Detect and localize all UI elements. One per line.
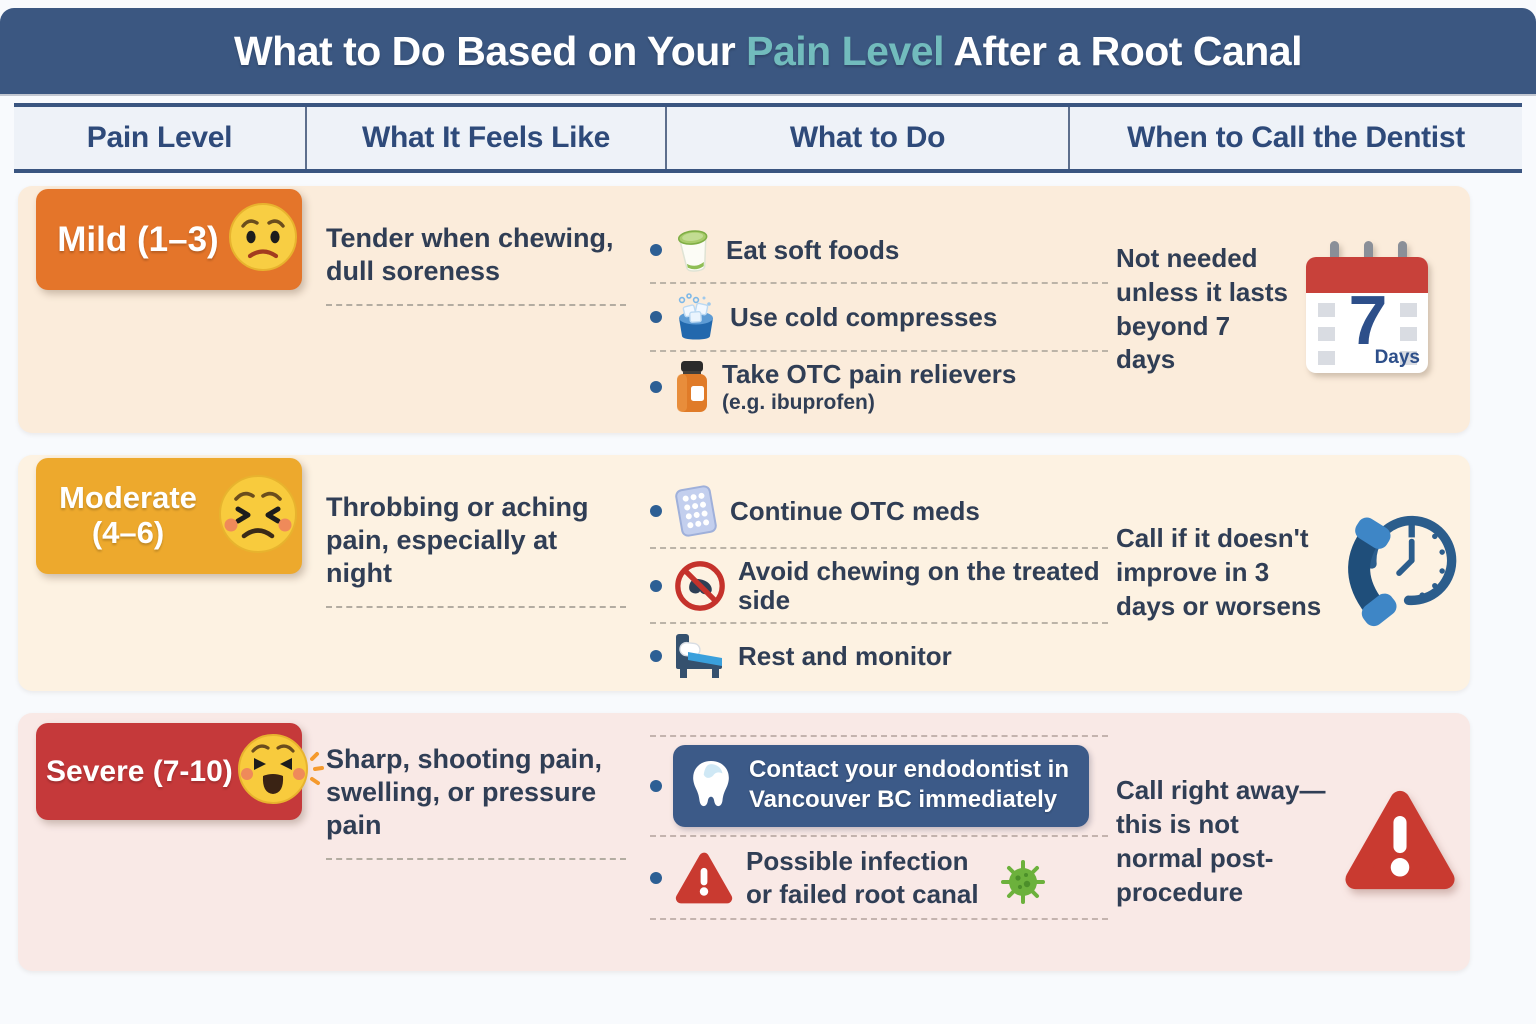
moderate-call-text: Call if it doesn't improve in 3 days or … <box>1116 523 1322 621</box>
list-item: Use cold compresses <box>650 282 1108 350</box>
calendar-pin <box>1364 240 1373 267</box>
bullet-dot <box>650 871 662 884</box>
list-item: Possible infection or failed root canal <box>650 835 1108 918</box>
bed-icon <box>673 632 727 680</box>
action-text: Avoid chewing on the treated side <box>738 556 1100 615</box>
title-pre: What to Do Based on Your <box>233 27 747 74</box>
calendar-day-number: 7 <box>1348 280 1388 359</box>
severe-call-dentist-cell: Call right away—this is not normal post-… <box>1116 713 1460 971</box>
moderate-call-dentist-cell: Call if it doesn't improve in 3 days or … <box>1116 455 1460 691</box>
page-title: What to Do Based on Your Pain Level Afte… <box>233 27 1303 75</box>
column-header-pain-level: Pain Level <box>14 107 307 169</box>
soft-food-cup-icon <box>673 226 715 274</box>
list-item: Continue OTC meds <box>650 475 1108 547</box>
warning-triangle-icon <box>1340 784 1460 901</box>
bullet-dot <box>650 780 662 792</box>
row-severe: Severe (7-10) <box>18 713 1470 971</box>
cold-compress-icon <box>673 292 719 342</box>
action-text: Rest and monitor <box>738 640 952 671</box>
column-header-what-to-do: What to Do <box>667 107 1070 169</box>
column-header-row: Pain Level What It Feels Like What to Do… <box>14 103 1522 173</box>
moderate-level-label: Moderate (4–6) <box>59 480 197 550</box>
column-header-feels-like: What It Feels Like <box>307 107 667 169</box>
action-text: Use cold compresses <box>730 301 998 332</box>
calendar-header <box>1306 256 1428 293</box>
wailing-face-emoji-icon <box>233 729 325 814</box>
severe-level-label: Severe (7-10) <box>46 754 233 788</box>
mild-level-badge: Mild (1–3) <box>36 189 302 290</box>
action-text: Eat soft foods <box>726 234 900 265</box>
urgent-contact-text: Contact your endodontist in Vancouver BC… <box>749 756 1069 813</box>
bullet-dot <box>650 650 662 663</box>
title-highlight: Pain Level <box>746 27 944 74</box>
severe-actions-list: Contact your endodontist in Vancouver BC… <box>650 735 1108 920</box>
mild-call-dentist-cell: Not needed unless it lasts beyond 7 days… <box>1116 186 1460 433</box>
severe-level-badge: Severe (7-10) <box>36 723 324 820</box>
pill-blister-pack-icon <box>673 483 719 539</box>
action-text: Take OTC pain relievers (e.g. ibuprofen) <box>722 360 1016 414</box>
bullet-dot <box>650 244 662 256</box>
mild-call-text: Not needed unless it lasts beyond 7 days <box>1116 242 1288 375</box>
list-item: Take OTC pain relievers (e.g. ibuprofen) <box>650 350 1108 422</box>
moderate-actions-list: Continue OTC meds Avoid chewing on the t… <box>650 475 1108 688</box>
moderate-level-badge: Moderate (4–6) <box>36 458 302 574</box>
mild-level-label: Mild (1–3) <box>57 219 219 259</box>
mild-actions-list: Eat soft foods <box>650 218 1108 422</box>
tooth-icon <box>687 758 735 812</box>
calendar-pin <box>1330 240 1339 267</box>
severe-feels-like-text: Sharp, shooting pain, swelling, or press… <box>326 743 626 860</box>
bullet-dot <box>650 381 662 393</box>
worried-face-emoji-icon <box>226 200 300 279</box>
list-item: Rest and monitor <box>650 622 1108 688</box>
title-post: After a Root Canal <box>943 27 1302 74</box>
warning-triangle-icon <box>673 849 735 907</box>
mild-feels-like-text: Tender when chewing, dull soreness <box>326 222 626 306</box>
row-mild: Mild (1–3) Tender when chewing, dull sor… <box>18 186 1470 433</box>
calendar-pin <box>1398 240 1407 267</box>
persevering-face-emoji-icon <box>216 472 300 561</box>
action-note-text: (e.g. ibuprofen) <box>722 390 875 414</box>
bullet-dot <box>650 579 662 592</box>
action-main-text: Take OTC pain relievers <box>722 359 1017 390</box>
action-text: Continue OTC meds <box>730 495 980 526</box>
column-header-when-to-call: When to Call the Dentist <box>1127 121 1465 154</box>
bullet-dot <box>650 505 662 517</box>
virus-icon <box>997 856 1049 908</box>
no-chewing-icon <box>673 559 727 613</box>
calendar-day-unit: Days <box>1374 346 1420 368</box>
urgent-contact-callout: Contact your endodontist in Vancouver BC… <box>673 745 1089 827</box>
pill-bottle-icon <box>673 360 711 414</box>
phone-clock-icon <box>1334 508 1460 639</box>
title-banner: What to Do Based on Your Pain Level Afte… <box>0 8 1536 94</box>
bullet-dot <box>650 311 662 323</box>
action-text: Possible infection or failed root canal <box>746 846 979 909</box>
list-item: Contact your endodontist in Vancouver BC… <box>650 737 1108 835</box>
moderate-feels-like-text: Throbbing or aching pain, especially at … <box>326 491 626 608</box>
row-moderate: Moderate (4–6) Throbbing or aching pain,… <box>18 455 1470 691</box>
list-item: Avoid chewing on the treated side <box>650 547 1108 622</box>
calendar-7-days-icon: 7 Days <box>1304 239 1432 381</box>
list-item: Eat soft foods <box>650 218 1108 282</box>
severe-call-text: Call right away—this is not normal post-… <box>1116 775 1326 907</box>
